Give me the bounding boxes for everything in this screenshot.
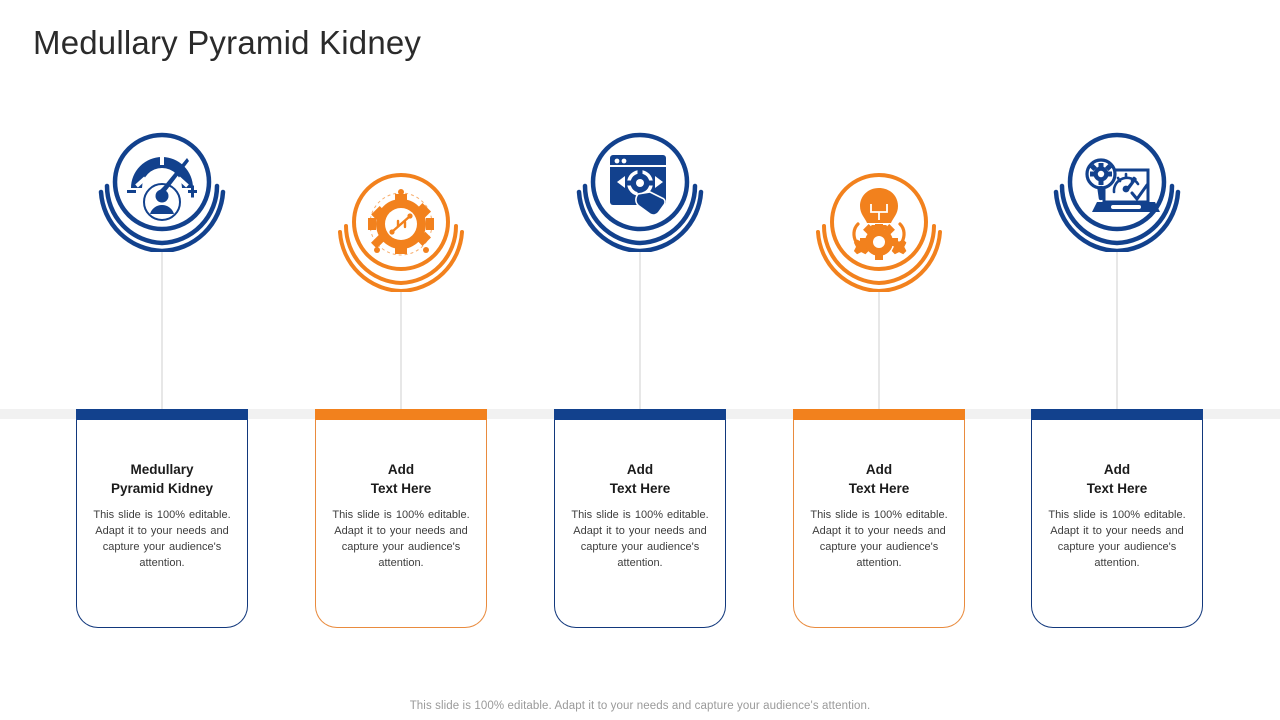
card-heading-2: Add Text Here [370, 462, 432, 496]
content-card-1[interactable]: Medullary Pyramid Kidney This slide is 1… [76, 409, 248, 628]
connector-line-5 [1116, 252, 1118, 410]
lightbulb-gears-icon [814, 162, 944, 292]
card-text-4: This slide is 100% editable. Adapt it to… [810, 509, 948, 569]
connector-line-4 [878, 292, 880, 410]
gear-circuit-icon [336, 162, 466, 292]
process-column-3: Add Text Here This slide is 100% editabl… [554, 0, 726, 720]
card-accent-bar-2 [315, 409, 487, 420]
card-text-5: This slide is 100% editable. Adapt it to… [1048, 509, 1186, 569]
card-text-2: This slide is 100% editable. Adapt it to… [332, 509, 470, 569]
page-title: Medullary Pyramid Kidney [33, 24, 422, 61]
content-card-2[interactable]: Add Text Here This slide is 100% editabl… [315, 409, 487, 628]
process-column-1: Medullary Pyramid Kidney This slide is 1… [76, 0, 248, 720]
process-column-5: Add Text Here This slide is 100% editabl… [1031, 0, 1203, 720]
process-column-2: Add Text Here This slide is 100% editabl… [315, 0, 487, 720]
card-body-5: Add Text Here This slide is 100% editabl… [1032, 420, 1202, 571]
card-heading-3: Add Text Here [609, 462, 671, 496]
card-body-1: Medullary Pyramid Kidney This slide is 1… [77, 420, 247, 571]
card-text-1: This slide is 100% editable. Adapt it to… [93, 509, 231, 569]
card-accent-bar-3 [554, 409, 726, 420]
card-body-3: Add Text Here This slide is 100% editabl… [555, 420, 725, 571]
content-card-3[interactable]: Add Text Here This slide is 100% editabl… [554, 409, 726, 628]
connector-line-1 [161, 252, 163, 410]
card-text-3: This slide is 100% editable. Adapt it to… [571, 509, 709, 569]
process-column-4: Add Text Here This slide is 100% editabl… [793, 0, 965, 720]
card-body-4: Add Text Here This slide is 100% editabl… [794, 420, 964, 571]
connector-line-3 [639, 252, 641, 410]
laptop-gauge-magnifier-icon [1052, 122, 1182, 252]
card-body-2: Add Text Here This slide is 100% editabl… [316, 420, 486, 571]
browser-gear-click-icon [575, 122, 705, 252]
card-heading-4: Add Text Here [848, 462, 910, 496]
gauge-person-icon [97, 122, 227, 252]
card-heading-5: Add Text Here [1086, 462, 1148, 496]
card-accent-bar-4 [793, 409, 965, 420]
content-card-4[interactable]: Add Text Here This slide is 100% editabl… [793, 409, 965, 628]
slide-footer-note: This slide is 100% editable. Adapt it to… [409, 700, 871, 712]
card-heading-1: Medullary Pyramid Kidney [110, 462, 214, 496]
card-accent-bar-5 [1031, 409, 1203, 420]
card-accent-bar-1 [76, 409, 248, 420]
content-card-5[interactable]: Add Text Here This slide is 100% editabl… [1031, 409, 1203, 628]
connector-line-2 [400, 292, 402, 410]
